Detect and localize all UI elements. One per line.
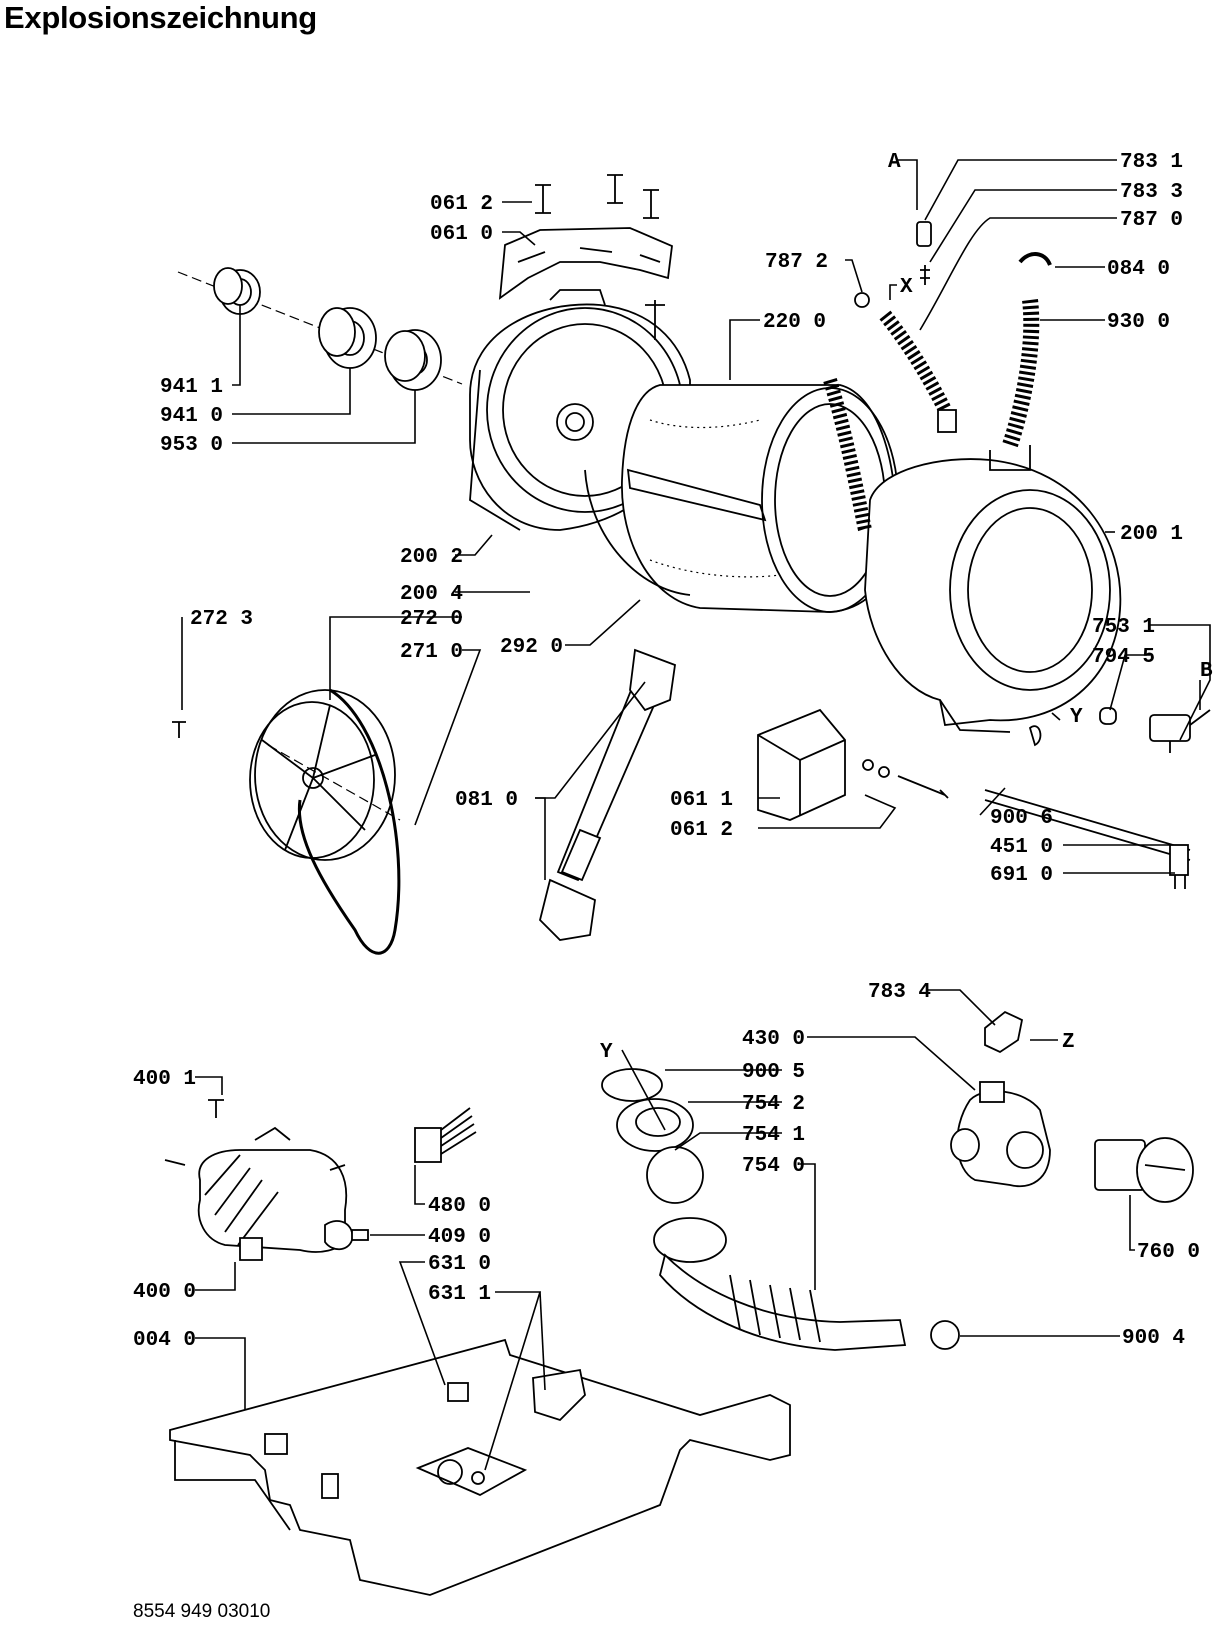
label-930-0: 930 0 [1107,311,1170,334]
label-941-0: 941 0 [160,405,223,428]
label-061-2-mid: 061 2 [670,819,733,842]
drain-pump [950,1081,1051,1188]
label-061-2-top: 061 2 [430,193,493,216]
label-631-0: 631 0 [428,1253,491,1276]
label-794-5: 794 5 [1092,646,1155,669]
label-061-0: 061 0 [430,223,493,246]
counterweight-bracket [498,227,673,300]
bearing-941-0 [318,307,377,369]
label-783-1: 783 1 [1120,151,1183,174]
label-061-1: 061 1 [670,789,733,812]
bolt-272-3 [172,721,186,738]
label-900-5: 900 5 [742,1061,805,1084]
label-220-0: 220 0 [763,311,826,334]
connector-783-1 [916,221,932,247]
hose-clamp-084-0 [1018,252,1052,266]
bearing-941-1 [213,267,261,315]
label-430-0: 430 0 [742,1028,805,1051]
label-754-2: 754 2 [742,1093,805,1116]
mounting-pins [535,174,659,219]
document-number: 8554 949 03010 [133,1601,271,1622]
label-941-1: 941 1 [160,376,223,399]
label-271-0: 271 0 [400,641,463,664]
label-004-0: 004 0 [133,1329,196,1352]
label-Y-left: Y [600,1041,613,1064]
motor [164,1126,354,1261]
label-A: A [888,151,901,174]
label-754-1: 754 1 [742,1124,805,1147]
label-200-2: 200 2 [400,546,463,569]
label-451-0: 451 0 [990,836,1053,859]
seal-953-0 [384,329,442,391]
page-title: Explosionszeichnung [4,0,317,35]
label-409-0: 409 0 [428,1226,491,1249]
label-292-0: 292 0 [500,636,563,659]
label-400-0: 400 0 [133,1281,196,1304]
weight-block [757,708,949,821]
label-900-6: 900 6 [990,807,1053,830]
sump-hose-754-0 [653,1217,907,1351]
label-Z: Z [1062,1031,1075,1054]
brush-409-0 [351,1229,369,1241]
heater [984,725,1191,889]
label-787-0: 787 0 [1120,209,1183,232]
ball-754-1 [646,1146,704,1204]
clamp-900-4 [930,1320,960,1350]
label-754-0: 754 0 [742,1155,805,1178]
label-480-0: 480 0 [428,1195,491,1218]
clamp-900-5 [601,1068,663,1102]
label-084-0: 084 0 [1107,258,1170,281]
drive-belt [297,688,401,955]
label-631-1: 631 1 [428,1283,491,1306]
front-tub [864,445,1122,733]
label-787-2: 787 2 [765,251,828,274]
label-760-0: 760 0 [1137,1241,1200,1264]
label-200-1: 200 1 [1120,523,1183,546]
label-783-3: 783 3 [1120,181,1183,204]
pump-filter [1094,1137,1194,1203]
screw-400-1 [208,1099,224,1118]
label-753-1: 753 1 [1092,616,1155,639]
label-783-4: 783 4 [868,981,931,1004]
pulley [249,689,401,861]
tub-seal-ring [584,469,691,596]
part-labels: 061 2 061 0 941 1 941 0 953 0 A 783 1 78… [133,151,1213,1352]
label-272-0: 272 0 [400,608,463,631]
label-272-3: 272 3 [190,608,253,631]
ring-754-2 [616,1098,694,1152]
label-X: X [900,276,913,299]
clamp-787-2 [854,292,870,308]
leader-lines [181,159,1211,1471]
label-Y-right: Y [1070,706,1083,729]
label-200-4: 200 4 [400,583,463,606]
label-900-4: 900 4 [1122,1327,1185,1350]
label-081-0: 081 0 [455,789,518,812]
label-B: B [1200,660,1213,683]
label-691-0: 691 0 [990,864,1053,887]
label-400-1: 400 1 [133,1068,196,1091]
inlet-valve [1149,709,1211,753]
part-794-5 [1099,707,1117,725]
shock-absorber [539,648,676,941]
base-plate [169,1338,791,1596]
cable-connector [414,1107,477,1163]
hose-787-0 [878,310,957,433]
connector-783-3 [920,265,930,285]
elbow-783-4 [984,1010,1024,1054]
hose-930-0 [1002,299,1040,448]
label-953-0: 953 0 [160,434,223,457]
